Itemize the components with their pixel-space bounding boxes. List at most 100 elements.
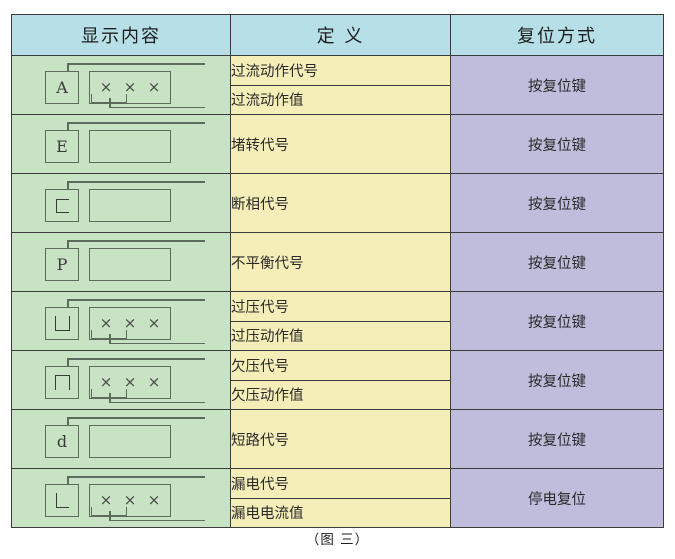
glyph-value-box: × × × <box>89 307 171 340</box>
glyph-top-rail <box>67 476 205 478</box>
glyph-x-mark: × <box>99 373 113 391</box>
definition-cell: 不平衡代号 <box>230 232 451 292</box>
glyph-letter-box <box>45 307 79 340</box>
table-row: 断相代号按复位键 <box>11 173 664 233</box>
glyph-bottom-drop <box>109 334 111 344</box>
glyph-letter-box: P <box>45 248 79 281</box>
display-glyph: d <box>31 413 211 465</box>
glyph-bottom-drop <box>109 511 111 521</box>
glyph-top-rail <box>67 417 205 419</box>
display-content-cell <box>11 173 231 233</box>
glyph-top-drop <box>67 299 69 308</box>
definition-cell: 欠压代号 <box>230 350 451 381</box>
table-row: ×××漏电代号停电复位 <box>11 468 664 528</box>
glyph-letter-shape <box>55 198 69 213</box>
display-content-cell: ××× <box>11 468 231 528</box>
glyph-top-rail <box>67 358 205 360</box>
glyph-value-box <box>89 425 171 458</box>
definition-cell: 断相代号 <box>230 173 451 233</box>
glyph-bottom-drop <box>109 393 111 403</box>
reset-method-cell: 按复位键 <box>450 350 664 410</box>
header-row: 显示内容 定 义 复位方式 <box>11 14 664 56</box>
glyph-top-drop <box>67 63 69 72</box>
glyph-letter-box <box>45 366 79 399</box>
glyph-bottom-rail <box>109 342 205 344</box>
figure-caption: （图 三） <box>305 532 370 548</box>
glyph-value-box: ××× <box>89 484 171 517</box>
glyph-letter-shape <box>54 316 70 331</box>
glyph-bracket <box>91 389 127 398</box>
glyph-top-drop <box>67 181 69 190</box>
glyph-x-mark: × <box>147 78 161 96</box>
table-row: ×××过压代号按复位键 <box>11 291 664 351</box>
display-glyph: P <box>31 236 211 288</box>
glyph-top-rail <box>67 122 205 124</box>
glyph-letter-box: d <box>45 425 79 458</box>
table-row: ×××欠压代号按复位键 <box>11 350 664 410</box>
header-display-content: 显示内容 <box>11 14 231 56</box>
glyph-value-box <box>89 248 171 281</box>
glyph-letter-box <box>45 189 79 222</box>
glyph-letter-shape <box>54 375 70 390</box>
glyph-bracket <box>91 330 127 339</box>
display-glyph: ××× <box>31 354 211 406</box>
glyph-value-box: ××× <box>89 366 171 399</box>
table-header: 显示内容 定 义 复位方式 <box>11 14 664 56</box>
display-glyph: × × × <box>31 295 211 347</box>
glyph-letter-text: A <box>56 77 68 97</box>
definition-cell: 漏电代号 <box>230 468 451 499</box>
glyph-letter-text: P <box>56 254 68 274</box>
glyph-x-mark: × <box>123 491 137 509</box>
reset-method-cell: 按复位键 <box>450 232 664 292</box>
glyph-letter-text: E <box>56 136 68 156</box>
reset-method-cell: 停电复位 <box>450 468 664 528</box>
definition-cell: 过流动作值 <box>230 84 451 115</box>
definition-cell: 堵转代号 <box>230 114 451 174</box>
definition-cell: 过流动作代号 <box>230 55 451 86</box>
glyph-letter-shape <box>55 493 69 508</box>
definition-cell: 欠压动作值 <box>230 379 451 410</box>
glyph-top-rail <box>67 63 205 65</box>
glyph-bracket <box>91 94 127 103</box>
glyph-letter-box <box>45 484 79 517</box>
glyph-top-drop <box>67 240 69 249</box>
display-content-cell: A ××× <box>11 55 231 115</box>
glyph-x-mark: × <box>147 314 161 332</box>
definition-cell: 过压代号 <box>230 291 451 322</box>
glyph-bottom-drop <box>109 98 111 108</box>
table-row: 欠压动作值 <box>12 379 664 410</box>
glyph-top-drop <box>67 476 69 485</box>
glyph-top-drop <box>67 122 69 131</box>
glyph-top-drop <box>67 358 69 367</box>
display-glyph: A ××× <box>31 59 211 111</box>
reset-method-cell: 按复位键 <box>450 409 664 469</box>
table-row: d 短路代号按复位键 <box>11 409 664 469</box>
display-content-cell: ××× <box>11 350 231 410</box>
glyph-letter-box: A <box>45 71 79 104</box>
glyph-bracket <box>91 507 127 516</box>
definition-cell: 过压动作值 <box>230 320 451 351</box>
table-row: P 不平衡代号按复位键 <box>11 232 664 292</box>
glyph-value-box: ××× <box>89 71 171 104</box>
table-row: 漏电电流值 <box>12 497 664 528</box>
glyph-top-rail <box>67 181 205 183</box>
glyph-x-mark: × <box>123 373 137 391</box>
glyph-bottom-rail <box>109 519 205 521</box>
display-content-cell: × × × <box>11 291 231 351</box>
display-content-cell: d <box>11 409 231 469</box>
definition-cell: 短路代号 <box>230 409 451 469</box>
header-definition: 定 义 <box>230 14 451 56</box>
reset-method-cell: 按复位键 <box>450 173 664 233</box>
glyph-x-mark: × <box>123 314 137 332</box>
definition-cell: 漏电电流值 <box>230 497 451 528</box>
table-row: 过压动作值 <box>12 320 664 351</box>
glyph-x-mark: × <box>99 314 113 332</box>
display-content-cell: E <box>11 114 231 174</box>
glyph-value-box <box>89 130 171 163</box>
display-glyph <box>31 177 211 229</box>
display-content-cell: P <box>11 232 231 292</box>
glyph-x-mark: × <box>147 491 161 509</box>
